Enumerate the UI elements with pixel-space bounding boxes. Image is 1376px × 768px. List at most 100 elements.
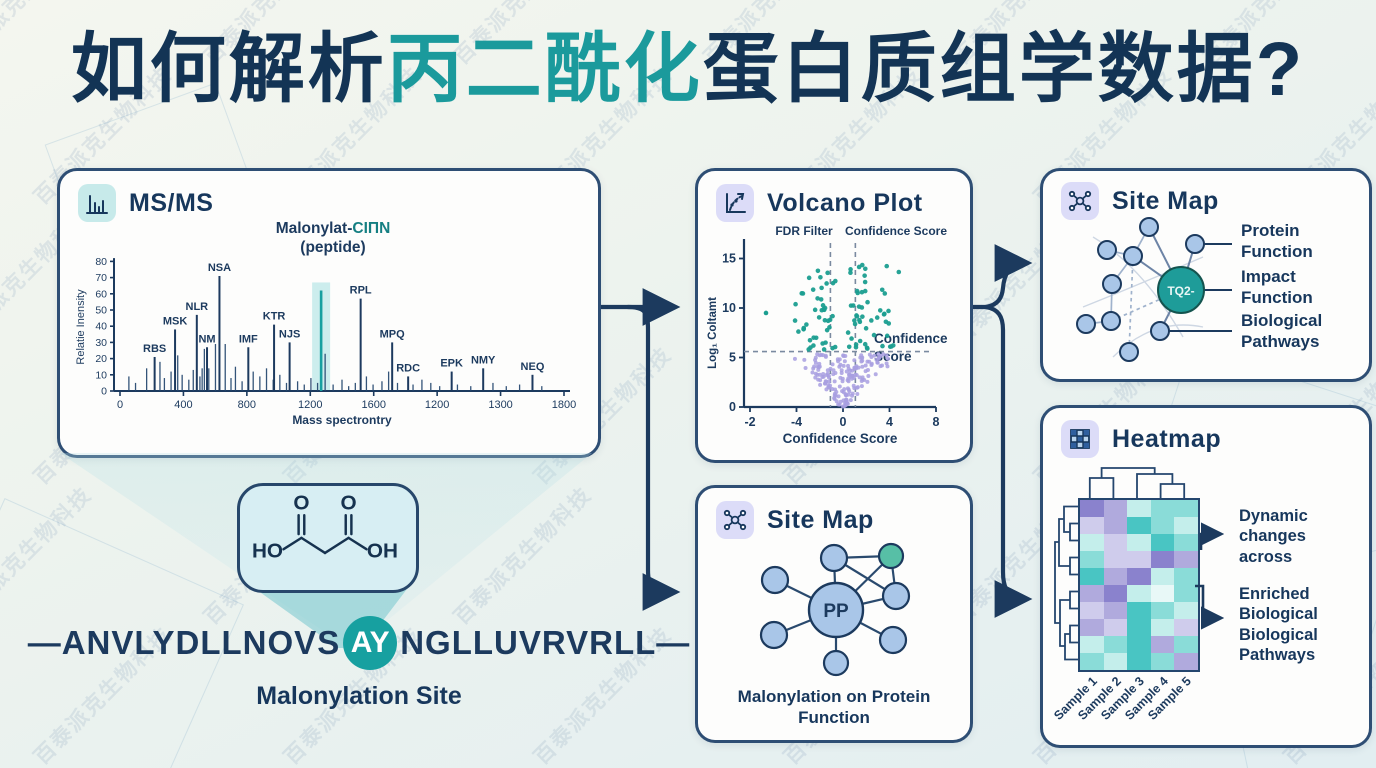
atom-oxygen: O (293, 492, 309, 515)
svg-text:Relatie Inensity: Relatie Inensity (75, 289, 87, 365)
heatmap-cell (1127, 653, 1151, 670)
atom-oxygen: O (340, 492, 356, 515)
heatmap-cell (1150, 602, 1175, 619)
heatmap-cell (1150, 534, 1175, 551)
svg-text:1600: 1600 (361, 399, 385, 411)
svg-text:8: 8 (933, 415, 940, 429)
sitemap-bottom-panel-title: Site Map (767, 505, 874, 534)
svg-text:MPQ: MPQ (380, 328, 406, 340)
heatmap-cell (1174, 500, 1198, 517)
heatmap-cell (1150, 500, 1175, 517)
heatmap-cell (1150, 619, 1175, 636)
svg-text:-2: -2 (744, 415, 755, 429)
svg-text:0: 0 (840, 415, 847, 429)
msms-spectrum-icon (78, 184, 116, 222)
heatmap-cell (1080, 568, 1104, 585)
svg-text:0: 0 (729, 400, 736, 414)
heatmap-cell (1174, 602, 1198, 619)
heatmap-cell (1174, 653, 1198, 670)
watermark-text: 百泰派克生物科技 (0, 482, 97, 630)
heatmap-cell (1103, 551, 1128, 568)
modified-site-node (877, 542, 905, 570)
heatmap-cell (1103, 602, 1128, 619)
heatmap-cell (1150, 517, 1175, 534)
sitemap-top-panel: Site Map (1040, 168, 1372, 382)
heatmap-cell (1080, 517, 1104, 534)
heatmap-cell (1103, 653, 1128, 670)
heatmap-cell (1080, 534, 1104, 551)
svg-text:NJS: NJS (279, 328, 300, 340)
svg-text:KTR: KTR (263, 311, 286, 323)
heatmap-cell (1103, 534, 1128, 551)
svg-text:5: 5 (729, 351, 736, 365)
peptide-right: NGLLUVRVRLL— (400, 624, 691, 661)
svg-text:Confidence Score: Confidence Score (783, 431, 898, 446)
heatmap-annotation-dynamic: Dynamic changes across (1239, 507, 1308, 566)
svg-text:1800: 1800 (552, 399, 576, 411)
heatmap-cell (1127, 636, 1151, 653)
hub-node-label: PP (823, 601, 849, 622)
heatmap-cell (1080, 602, 1104, 619)
network-label-impact-function: Impact Function (1241, 267, 1313, 307)
heatmap-cell (1103, 636, 1128, 653)
sitemap-top-panel-title: Site Map (1112, 186, 1219, 215)
watermark-text: 百泰派克生物科技 (449, 482, 597, 630)
title-highlight: 丙二酰化 (386, 27, 703, 112)
heatmap-cell (1103, 517, 1128, 534)
svg-text:NLR: NLR (186, 301, 209, 313)
svg-text:-4: -4 (791, 415, 802, 429)
svg-text:Confidence Score: Confidence Score (845, 224, 947, 238)
heatmap-cell (1150, 653, 1175, 670)
peptide-left: —ANVLYDLLNOVS (27, 624, 341, 661)
svg-text:60: 60 (95, 288, 107, 300)
heatmap-cell (1174, 517, 1198, 534)
svg-text:20: 20 (95, 353, 107, 365)
heatmap-cell (1127, 534, 1151, 551)
heatmap-cell (1080, 500, 1104, 517)
svg-text:30: 30 (95, 337, 107, 349)
title-prefix: 如何解析 (70, 27, 387, 112)
network-icon (716, 501, 754, 539)
heatmap-grid-icon (1061, 420, 1099, 458)
page-title: 如何解析丙二酰化蛋白质组学数据? (0, 30, 1376, 110)
network-icon (1061, 182, 1099, 220)
svg-text:0: 0 (101, 386, 107, 398)
network-label-biological-pathways: Biological Pathways (1241, 311, 1323, 351)
heatmap-cell (1103, 585, 1128, 602)
svg-text:400: 400 (174, 399, 192, 411)
title-suffix: 蛋白质组学数据? (702, 27, 1306, 112)
group-oh: OH (367, 540, 398, 563)
heatmap-cell (1150, 585, 1175, 602)
heatmap-cell (1080, 551, 1104, 568)
svg-text:Confidence: Confidence (874, 331, 948, 346)
heatmap-cell (1080, 619, 1104, 636)
malonic-acid-structure: O O HO OH (252, 492, 398, 563)
svg-text:4: 4 (886, 415, 893, 429)
svg-text:80: 80 (95, 256, 107, 268)
malonic-acid-structure-box: O O HO OH (237, 483, 419, 593)
svg-text:NMY: NMY (471, 354, 496, 366)
svg-text:50: 50 (95, 305, 107, 317)
heatmap-cell (1150, 636, 1175, 653)
svg-text:NEQ: NEQ (521, 361, 545, 373)
dendrogram-top (1088, 467, 1186, 498)
svg-text:Malonylat-CIΠN: Malonylat-CIΠN (276, 220, 391, 237)
dendrogram-left (1054, 505, 1078, 661)
heatmap-annotation-enriched: Enriched Biological Biological Pathways (1239, 585, 1318, 665)
heatmap-annotation-arrows (1195, 522, 1225, 630)
heatmap-panel-title: Heatmap (1112, 424, 1222, 453)
svg-text:15: 15 (722, 252, 736, 266)
sitemap-bottom-caption: Malonylation on Protein Function (737, 687, 931, 728)
heatmap-cell (1150, 551, 1175, 568)
svg-text:FDR Filter: FDR Filter (775, 224, 833, 238)
heatmap-cell (1174, 551, 1198, 568)
svg-text:800: 800 (238, 399, 256, 411)
svg-text:MSK: MSK (163, 315, 188, 327)
heatmap-cell (1127, 619, 1151, 636)
heatmap-cell (1080, 636, 1104, 653)
group-ho: HO (252, 540, 283, 563)
